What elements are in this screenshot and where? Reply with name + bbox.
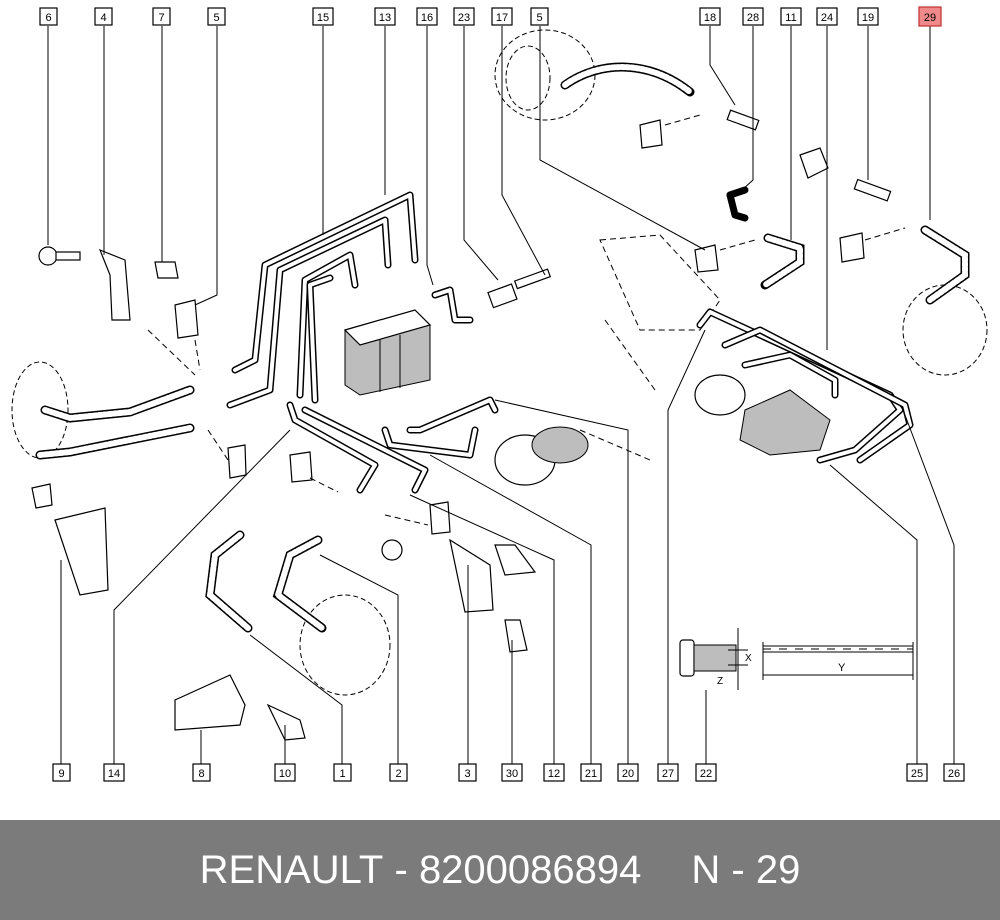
- callout-15[interactable]: 15: [312, 7, 334, 26]
- callout-10[interactable]: 10: [274, 763, 296, 782]
- callouts-bottom: 9 14 8 10 1 2 3 30 12 21 20 27 22 25 26: [52, 763, 965, 782]
- callout-18[interactable]: 18: [699, 7, 721, 26]
- callout-16[interactable]: 16: [416, 7, 438, 26]
- callout-27[interactable]: 27: [657, 763, 679, 782]
- svg-text:4: 4: [100, 12, 106, 24]
- callout-21[interactable]: 21: [580, 763, 602, 782]
- svg-text:16: 16: [421, 12, 433, 24]
- callout-9[interactable]: 9: [52, 763, 71, 782]
- dimension-detail: X Z Y: [679, 628, 914, 690]
- part-footer-bar: RENAULT - 8200086894 N - 29: [0, 820, 1000, 920]
- callout-25[interactable]: 25: [906, 763, 928, 782]
- callout-22[interactable]: 22: [695, 763, 717, 782]
- callout-13[interactable]: 13: [374, 7, 396, 26]
- assembly-arrows: [147, 114, 906, 526]
- position-number: 29: [755, 847, 801, 892]
- position-separator: -: [731, 847, 745, 892]
- svg-text:29: 29: [924, 12, 936, 24]
- callout-11[interactable]: 11: [780, 7, 802, 26]
- svg-text:8: 8: [198, 768, 204, 780]
- svg-text:26: 26: [948, 768, 960, 780]
- svg-text:25: 25: [911, 768, 923, 780]
- callout-23[interactable]: 23: [453, 7, 475, 26]
- flex-hoses: [35, 62, 970, 633]
- svg-text:1: 1: [339, 768, 345, 780]
- callout-7[interactable]: 7: [152, 7, 171, 26]
- small-parts: [31, 109, 892, 741]
- callout-24[interactable]: 24: [816, 7, 838, 26]
- svg-text:23: 23: [458, 12, 470, 24]
- callout-26[interactable]: 26: [943, 763, 965, 782]
- wheel-front-right: [902, 284, 988, 376]
- svg-text:12: 12: [548, 768, 560, 780]
- callout-6[interactable]: 6: [39, 7, 58, 26]
- dimension-z-label: Z: [717, 676, 723, 687]
- svg-text:2: 2: [395, 768, 401, 780]
- callout-3[interactable]: 3: [458, 763, 477, 782]
- svg-text:17: 17: [496, 12, 508, 24]
- dimension-y-label: Y: [838, 662, 846, 674]
- callout-17[interactable]: 17: [491, 7, 513, 26]
- svg-text:20: 20: [622, 768, 634, 780]
- svg-text:5: 5: [536, 12, 542, 24]
- brand-separator: -: [394, 847, 408, 892]
- svg-text:15: 15: [317, 12, 329, 24]
- callout-29-highlighted[interactable]: 29: [918, 6, 942, 27]
- brake-pipes-left: [226, 191, 499, 494]
- svg-text:30: 30: [506, 768, 518, 780]
- leader-lines: [47, 26, 955, 764]
- callout-30[interactable]: 30: [501, 763, 523, 782]
- svg-text:7: 7: [158, 12, 164, 24]
- callout-5b[interactable]: 5: [530, 7, 549, 26]
- callouts-top: 6 4 7 5 15 13 16 23 17 5 18 28 11 24 19 …: [39, 6, 942, 27]
- callout-5[interactable]: 5: [207, 7, 226, 26]
- svg-text:5: 5: [213, 12, 219, 24]
- svg-text:11: 11: [785, 12, 796, 24]
- callout-4[interactable]: 4: [94, 7, 113, 26]
- callout-14[interactable]: 14: [103, 763, 125, 782]
- svg-text:18: 18: [704, 12, 716, 24]
- svg-text:19: 19: [862, 12, 874, 24]
- svg-text:14: 14: [108, 768, 120, 780]
- svg-text:21: 21: [585, 768, 597, 780]
- hydraulic-unit: [343, 309, 432, 396]
- part-number: 8200086894: [418, 847, 642, 892]
- brand-name: RENAULT: [199, 847, 384, 892]
- callout-8[interactable]: 8: [192, 763, 211, 782]
- pressure-limiter: [599, 234, 831, 456]
- master-cylinder: [494, 426, 651, 486]
- svg-text:24: 24: [821, 12, 833, 24]
- brake-lines-diagram: X Z Y 6 4: [11, 6, 988, 782]
- callout-1[interactable]: 1: [333, 763, 352, 782]
- svg-text:27: 27: [662, 768, 674, 780]
- callout-19[interactable]: 19: [857, 7, 879, 26]
- dimension-x-label: X: [745, 653, 752, 664]
- svg-text:9: 9: [58, 768, 64, 780]
- svg-text:10: 10: [279, 768, 291, 780]
- position-prefix: N: [691, 847, 721, 892]
- svg-text:3: 3: [464, 768, 470, 780]
- svg-text:13: 13: [379, 12, 391, 24]
- callout-12[interactable]: 12: [543, 763, 565, 782]
- svg-text:22: 22: [700, 768, 712, 780]
- brake-pipes-right: [696, 308, 914, 464]
- svg-text:6: 6: [45, 12, 51, 24]
- wheel-bottom: [299, 594, 391, 696]
- callout-20[interactable]: 20: [617, 763, 639, 782]
- callout-28[interactable]: 28: [742, 7, 764, 26]
- svg-text:28: 28: [747, 12, 759, 24]
- callout-2[interactable]: 2: [389, 763, 408, 782]
